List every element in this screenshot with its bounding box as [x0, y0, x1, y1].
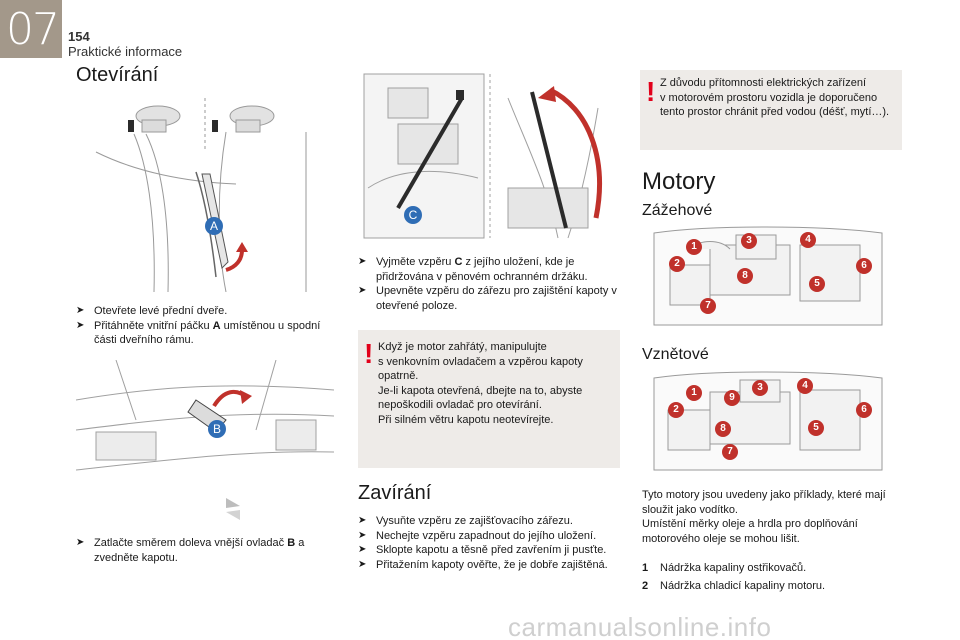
step-item: ➤Přitáhněte vnitřní páčku A umístěnou u … [76, 319, 321, 347]
engine-marker: 1 [686, 385, 702, 401]
page-number: 154 [68, 29, 90, 44]
warning-text: Z důvodu přítomnosti elektrických zaříze… [660, 77, 890, 118]
engine-marker: 9 [724, 390, 740, 406]
petrol-title: Zážehové [642, 202, 713, 219]
chapter-title: Praktické informace [68, 44, 183, 59]
warning-icon: ! [646, 76, 656, 107]
engine-marker: 2 [669, 256, 685, 272]
warning-icon: ! [364, 338, 374, 369]
closing-steps: ➤Vysuňte vzpěru ze zajišťovacího zářezu.… [358, 514, 620, 572]
step-item: ➤Vysuňte vzpěru ze zajišťovacího zářezu. [358, 515, 573, 527]
closing-title: Zavírání [358, 482, 432, 504]
engines-title: Motory [642, 168, 716, 195]
engine-marker: 7 [700, 298, 716, 314]
step-item: ➤Nechejte vzpěru zapadnout do jejího ulo… [358, 529, 597, 542]
engine-marker: 4 [797, 378, 813, 394]
engine-marker: 5 [809, 276, 825, 292]
engines-note: Tyto motory jsou uvedeny jako příklady, … [642, 489, 886, 545]
steps-b: ➤Zatlačte směrem doleva vnější ovladač B… [76, 536, 334, 565]
water-warning: ! Z důvodu přítomnosti elektrických zaří… [640, 70, 902, 150]
engine-marker: 5 [808, 420, 824, 436]
steps-c: ➤Vyjměte vzpěru C z jejího uložení, kde … [358, 255, 620, 313]
diesel-title: Vznětové [642, 346, 709, 363]
engine-marker: 6 [856, 258, 872, 274]
engine-marker: 6 [856, 402, 872, 418]
hood-prop-illustration [363, 73, 602, 239]
engine-marker: 8 [715, 421, 731, 437]
engine-marker: 1 [686, 239, 702, 255]
callout-c: C [404, 206, 422, 224]
chapter-number: 07 [6, 4, 60, 55]
callout-b: B [208, 420, 226, 438]
step-item: ➤Vyjměte vzpěru C z jejího uložení, kde … [358, 256, 588, 283]
step-item: ➤Sklopte kapotu a těsně před zavřením ji… [358, 544, 607, 556]
engine-marker: 3 [741, 233, 757, 249]
hot-engine-warning: ! Když je motor zahřátý, manipulujte s v… [358, 330, 620, 468]
callout-a: A [205, 217, 223, 235]
warning-text: Když je motor zahřátý, manipulujte s ven… [378, 341, 583, 426]
steps-a: ➤Otevřete levé přední dveře. ➤Přitáhněte… [76, 304, 334, 348]
door-lever-illustration [95, 98, 307, 292]
watermark: carmanualsonline.info [508, 612, 772, 640]
engine-marker: 8 [737, 268, 753, 284]
step-item: ➤Otevřete levé přední dveře. [76, 305, 228, 317]
chapter-tab: 07 [0, 0, 62, 58]
opening-title: Otevírání [76, 64, 159, 86]
outer-control-illustration [76, 360, 334, 471]
step-item: ➤Přitažením kapoty ověřte, že je dobře z… [358, 558, 608, 571]
engine-marker: 3 [752, 380, 768, 396]
diesel-engine-illustration [653, 371, 883, 471]
engine-marker: 7 [722, 444, 738, 460]
step-item: ➤Upevněte vzpěru do zářezu pro zajištění… [358, 285, 617, 312]
brand-logo-icon [226, 498, 240, 520]
step-item: ➤Zatlačte směrem doleva vnější ovladač B… [76, 537, 305, 564]
petrol-engine-illustration [653, 226, 883, 326]
engine-marker: 2 [668, 402, 684, 418]
engine-marker: 4 [800, 232, 816, 248]
